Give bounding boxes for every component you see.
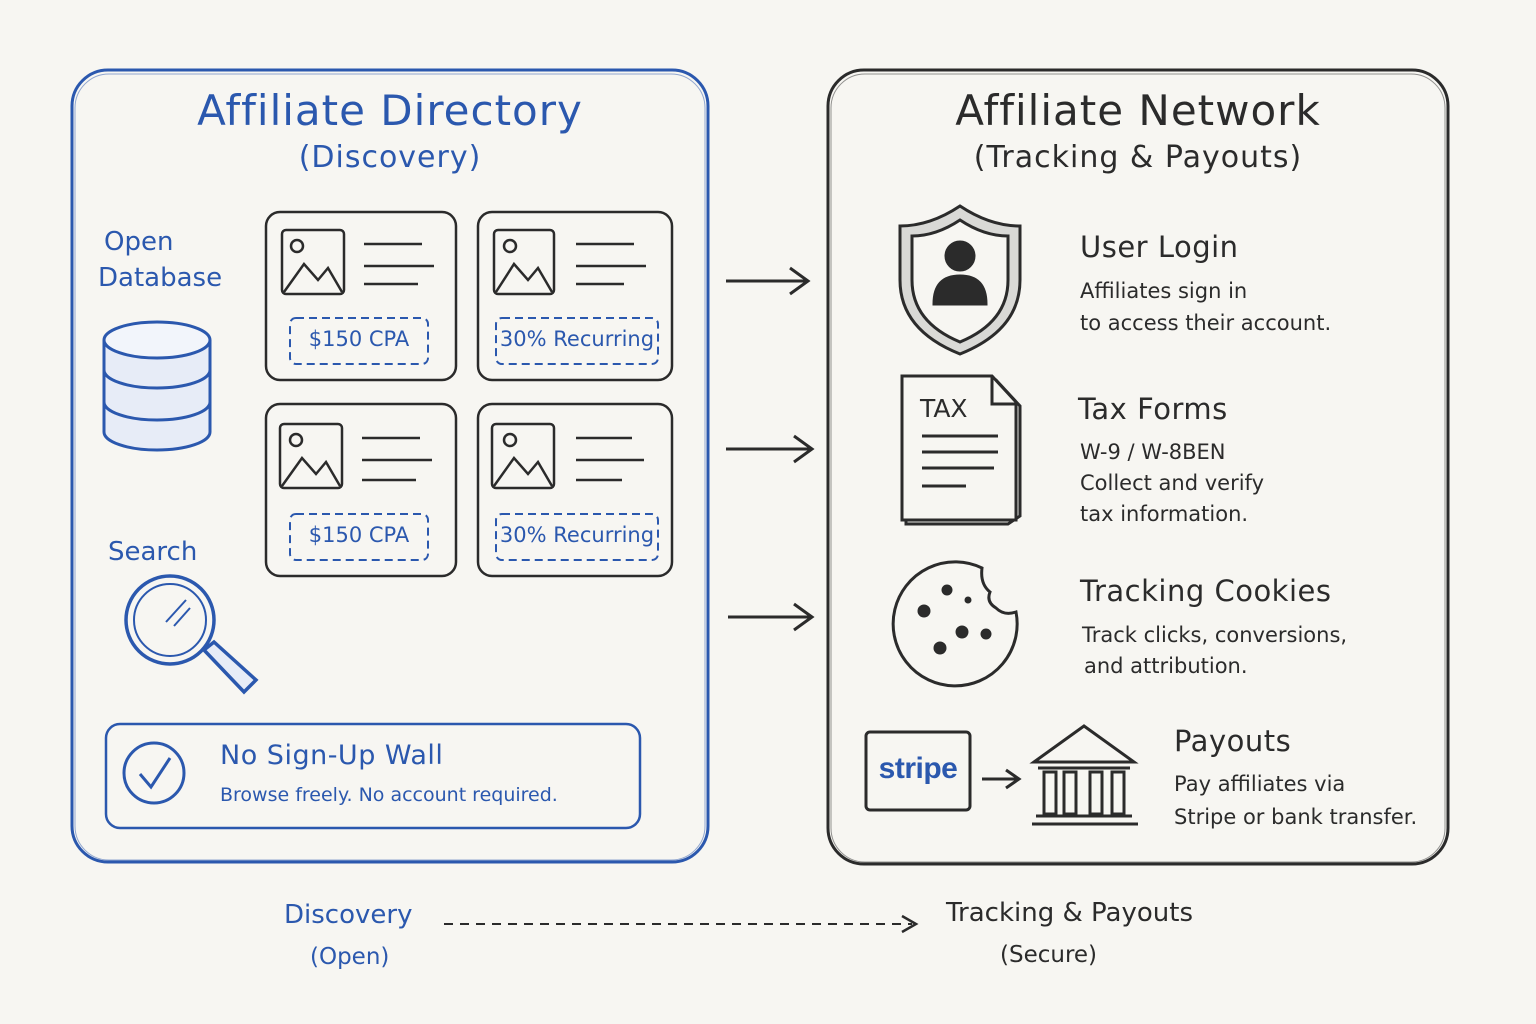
network-subtitle: (Tracking & Payouts) xyxy=(973,140,1303,175)
tax-desc-line3: tax information. xyxy=(1080,502,1249,526)
database-label-line2: Database xyxy=(98,263,223,293)
flow-discovery-sub: (Open) xyxy=(310,944,390,970)
magnifier-icon xyxy=(124,574,259,695)
image-placeholder-icon xyxy=(492,228,556,296)
payouts-desc-line1: Pay affiliates via xyxy=(1174,772,1346,796)
image-placeholder-icon xyxy=(278,422,344,490)
image-placeholder-icon xyxy=(490,422,556,490)
tax-desc-line2: Collect and verify xyxy=(1080,471,1265,495)
bank-icon xyxy=(1029,724,1139,826)
flow-tracking-label: Tracking & Payouts xyxy=(946,898,1193,928)
directory-panel xyxy=(70,68,710,864)
stripe-logo: stripe xyxy=(878,752,958,785)
checkmark-icon xyxy=(122,741,186,805)
tax-document-icon xyxy=(900,374,1022,526)
card-badge: 30% Recurring xyxy=(499,327,655,351)
arrow-icon xyxy=(726,434,815,464)
cookies-title: Tracking Cookies xyxy=(1080,574,1332,608)
arrow-icon xyxy=(726,266,811,296)
card-badge: $150 CPA xyxy=(308,327,410,351)
cookies-desc-line2: and attribution. xyxy=(1084,654,1248,678)
directory-subtitle: (Discovery) xyxy=(298,140,482,175)
login-desc-line1: Affiliates sign in xyxy=(1080,279,1248,303)
shield-user-icon xyxy=(898,204,1022,356)
payouts-desc-line2: Stripe or bank transfer. xyxy=(1174,805,1418,829)
tax-desc-line1: W-9 / W-8BEN xyxy=(1080,440,1226,464)
database-icon xyxy=(102,320,212,452)
card-badge: $150 CPA xyxy=(308,523,410,547)
database-label-line1: Open xyxy=(104,227,174,257)
offer-card-4 xyxy=(476,402,674,578)
offer-card-2 xyxy=(476,210,674,382)
image-placeholder-icon xyxy=(280,228,346,296)
payouts-title: Payouts xyxy=(1174,724,1292,758)
cookie-icon xyxy=(891,560,1019,688)
cookies-desc-line1: Track clicks, conversions, xyxy=(1082,623,1348,647)
tax-icon-label: TAX xyxy=(920,394,968,423)
search-label: Search xyxy=(108,537,198,567)
no-signup-box xyxy=(104,722,642,830)
flow-tracking-sub: (Secure) xyxy=(1000,942,1098,968)
login-title: User Login xyxy=(1080,230,1239,264)
card-badge: 30% Recurring xyxy=(499,523,655,547)
tax-title: Tax Forms xyxy=(1078,392,1228,426)
login-desc-line2: to access their account. xyxy=(1080,311,1332,335)
flow-discovery-label: Discovery xyxy=(284,900,413,930)
network-panel xyxy=(826,68,1450,866)
stripe-logo-box xyxy=(864,730,972,812)
offer-card-3 xyxy=(264,402,458,578)
network-title: Affiliate Network xyxy=(955,86,1321,135)
arrow-icon xyxy=(982,768,1022,790)
directory-title: Affiliate Directory xyxy=(197,86,583,135)
no-signup-title: No Sign-Up Wall xyxy=(220,740,444,771)
flow-arrow xyxy=(444,914,919,934)
arrow-icon xyxy=(728,602,815,632)
offer-card-1 xyxy=(264,210,458,382)
no-signup-description: Browse freely. No account required. xyxy=(220,784,558,806)
